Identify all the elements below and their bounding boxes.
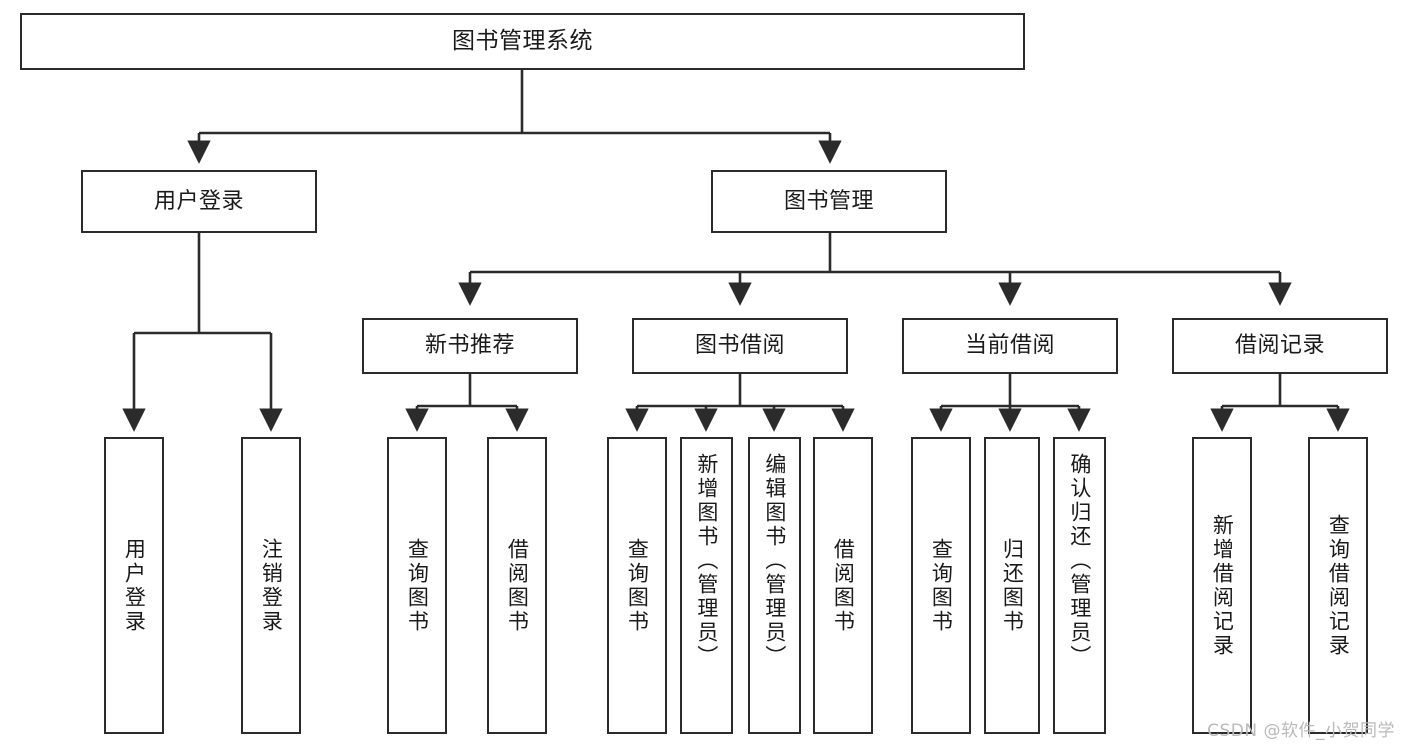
node-label: 查询借阅记录 (1326, 513, 1351, 658)
node-book-management-system[interactable]: 图书管理系统 (20, 13, 1025, 70)
node-label: 查询图书 (405, 537, 430, 634)
leaf-query-book-current[interactable]: 查询图书 (911, 437, 971, 734)
leaf-borrow-book[interactable]: 借阅图书 (813, 437, 873, 734)
leaf-query-book-borrow[interactable]: 查询图书 (607, 437, 667, 734)
node-label: 归还图书 (1000, 537, 1025, 634)
node-label: 图书管理 (783, 188, 874, 214)
node-label: 当前借阅 (964, 333, 1055, 359)
node-label: 用户登录 (153, 188, 244, 214)
node-new-book-recommend[interactable]: 新书推荐 (362, 318, 578, 374)
watermark: CSDN @软件_小贺同学 (1207, 721, 1395, 741)
leaf-edit-book-admin[interactable]: 编辑图书（管理员） (748, 437, 801, 734)
node-label: 借阅图书 (831, 537, 856, 634)
node-label: 注销登录 (259, 537, 284, 634)
node-label: 图书借阅 (694, 333, 785, 359)
node-label: 借阅记录 (1234, 333, 1325, 359)
node-label: 查询图书 (625, 537, 650, 634)
leaf-user-login[interactable]: 用户登录 (104, 437, 164, 734)
node-label: 新增图书（管理员） (694, 453, 719, 669)
node-label: 确认归还（管理员） (1067, 453, 1092, 669)
node-label: 新增借阅记录 (1210, 513, 1235, 658)
node-borrow-record[interactable]: 借阅记录 (1172, 318, 1388, 374)
leaf-logout-login[interactable]: 注销登录 (241, 437, 301, 734)
node-label: 编辑图书（管理员） (762, 453, 787, 669)
node-label: 图书管理系统 (452, 27, 593, 54)
node-label: 用户登录 (122, 537, 147, 634)
node-book-management[interactable]: 图书管理 (711, 170, 947, 233)
leaf-query-borrow-record[interactable]: 查询借阅记录 (1308, 437, 1368, 734)
leaf-return-book[interactable]: 归还图书 (984, 437, 1040, 734)
node-label: 新书推荐 (424, 333, 515, 359)
leaf-add-borrow-record[interactable]: 新增借阅记录 (1192, 437, 1252, 734)
leaf-query-book-recommend[interactable]: 查询图书 (387, 437, 447, 734)
leaf-borrow-book-recommend[interactable]: 借阅图书 (487, 437, 547, 734)
leaf-add-book-admin[interactable]: 新增图书（管理员） (680, 437, 733, 734)
node-label: 查询图书 (929, 537, 954, 634)
node-user-login[interactable]: 用户登录 (81, 170, 317, 233)
node-label: 借阅图书 (505, 537, 530, 634)
leaf-confirm-return-admin[interactable]: 确认归还（管理员） (1053, 437, 1106, 734)
node-current-borrow[interactable]: 当前借阅 (902, 318, 1118, 374)
node-book-borrow[interactable]: 图书借阅 (632, 318, 848, 374)
